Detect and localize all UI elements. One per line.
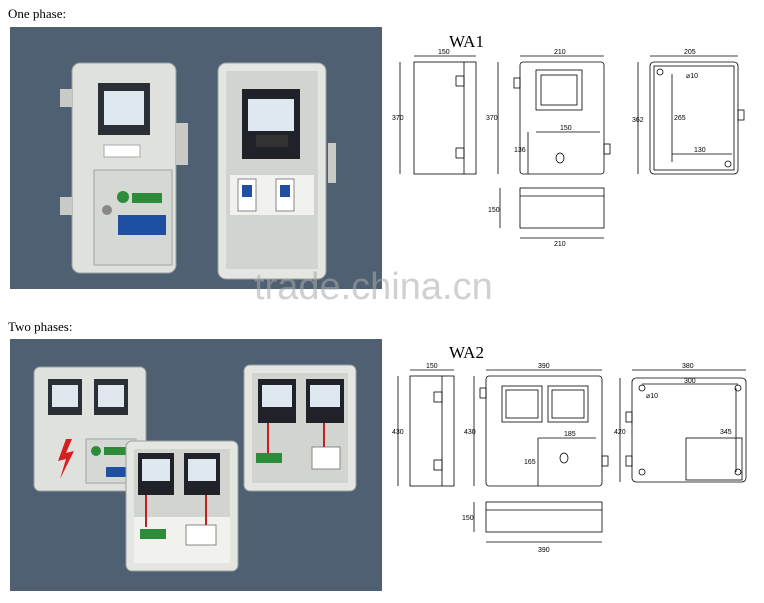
wa1-back-width: 205 <box>684 49 696 56</box>
wa2-bottom-width: 390 <box>538 547 550 554</box>
wa2-front-width: 390 <box>538 363 550 370</box>
wa2-back-inner-height: 345 <box>720 429 732 436</box>
wa1-bottom-width: 210 <box>554 241 566 248</box>
wa2-hole: ⌀10 <box>646 393 658 400</box>
wa2-back-inner-width: 300 <box>684 378 696 385</box>
meter-box-illustration <box>60 62 336 280</box>
wa1-back-height: 362 <box>632 117 644 124</box>
section-heading-one-phase: One phase: <box>8 6 67 21</box>
wa2-window-width: 185 <box>564 431 576 438</box>
wa2-side-height: 430 <box>392 429 404 436</box>
wa1-side-width: 150 <box>438 49 450 56</box>
wa1-back-inner-height: 265 <box>674 115 686 122</box>
wa2-back-height: 420 <box>614 429 626 436</box>
wa2-window-offset: 165 <box>524 459 536 466</box>
wa2-technical-drawing: 150 430 390 430 185 165 150 390 380 420 … <box>392 363 747 554</box>
wa2-front-height: 430 <box>464 429 476 436</box>
wa1-front-width: 210 <box>554 49 566 56</box>
product-photo-one-phase <box>10 27 382 289</box>
model-title-wa1: WA1 <box>449 32 484 51</box>
wa1-window-width: 150 <box>560 125 572 132</box>
wa1-front-height: 370 <box>486 115 498 122</box>
wa1-bottom-depth: 150 <box>488 207 500 214</box>
watermark: trade.china.cn <box>254 266 493 308</box>
product-photo-two-phases <box>10 339 382 591</box>
meter-box-illustration <box>33 364 357 572</box>
wa2-bottom-depth: 150 <box>462 515 474 522</box>
model-title-wa2: WA2 <box>449 343 484 362</box>
wa1-window-offset: 136 <box>514 147 526 154</box>
wa2-back-width: 380 <box>682 363 694 370</box>
wa2-side-width: 150 <box>426 363 438 370</box>
section-heading-two-phases: Two phases: <box>8 319 73 334</box>
wa1-technical-drawing: 150 370 210 370 150 136 150 210 205 362 … <box>392 49 745 248</box>
wa1-hole: ⌀10 <box>686 73 698 80</box>
wa1-side-height: 370 <box>392 115 404 122</box>
wa1-back-inner-width: 130 <box>694 147 706 154</box>
